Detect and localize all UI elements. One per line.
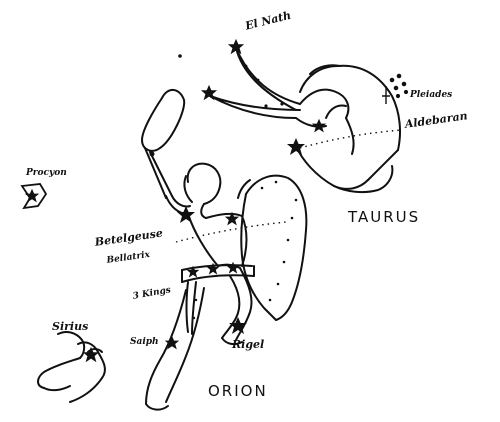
taurus-bull-figure [209, 47, 401, 194]
orion-figure [141, 89, 308, 411]
minor-star-dots [149, 54, 298, 320]
procyon-star [24, 188, 40, 203]
aldebaran-star [287, 138, 305, 155]
orion-label: ORION [208, 382, 268, 400]
el-nath-star [227, 38, 245, 55]
taurus-label: TAURUS [348, 208, 421, 226]
procyon-label: Procyon [26, 168, 67, 178]
rigel-label: Rigel [232, 338, 265, 351]
betelgeuse-star [177, 206, 195, 223]
shoulder-guide-line [175, 221, 287, 243]
saiph-label: Saiph [130, 337, 159, 347]
sirius-label: Sirius [52, 320, 89, 333]
canis-major-figure [37, 331, 106, 403]
pleiades-label: Pleiades [410, 90, 453, 100]
pleiades-cluster [382, 73, 409, 104]
